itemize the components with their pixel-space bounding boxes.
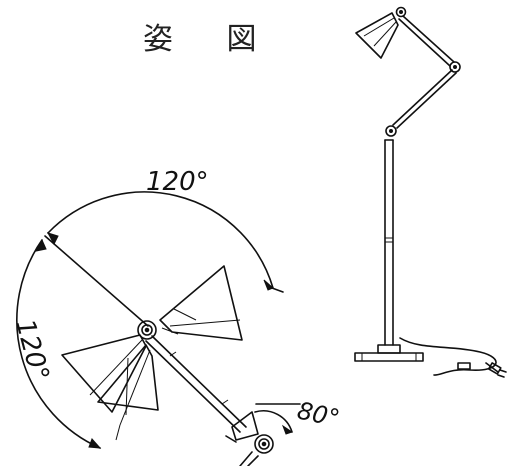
joint-rotation-label: 80° <box>295 396 342 432</box>
top-joint <box>395 6 407 18</box>
floor-lamp <box>354 6 507 378</box>
joint-rotation-arc <box>254 410 293 433</box>
pole-joint <box>385 125 397 137</box>
head-rotation-arc <box>47 191 274 289</box>
lower-joint-detail <box>225 411 259 467</box>
detail-arm <box>145 335 247 433</box>
drawing-title: 姿 図 <box>143 22 279 57</box>
elbow-joint <box>449 61 461 73</box>
upper-arm <box>398 15 455 67</box>
head-joint <box>137 320 157 340</box>
arm-rotation-label: 120° <box>9 316 54 384</box>
shade-upper <box>159 265 243 341</box>
shade-left <box>61 334 147 413</box>
shade-lower <box>97 344 159 441</box>
arm-rotation-arc <box>16 239 101 449</box>
lamp-shade <box>355 12 399 59</box>
reference-line <box>44 235 149 327</box>
lamp-pole <box>384 139 394 346</box>
lamp-base <box>354 344 424 362</box>
lower-joint <box>254 434 274 454</box>
power-cord <box>399 337 507 378</box>
lower-arm <box>392 69 457 129</box>
head-rotation-label: 120° <box>146 167 209 197</box>
rotation-detail: 120° 120° 80° <box>9 167 342 467</box>
